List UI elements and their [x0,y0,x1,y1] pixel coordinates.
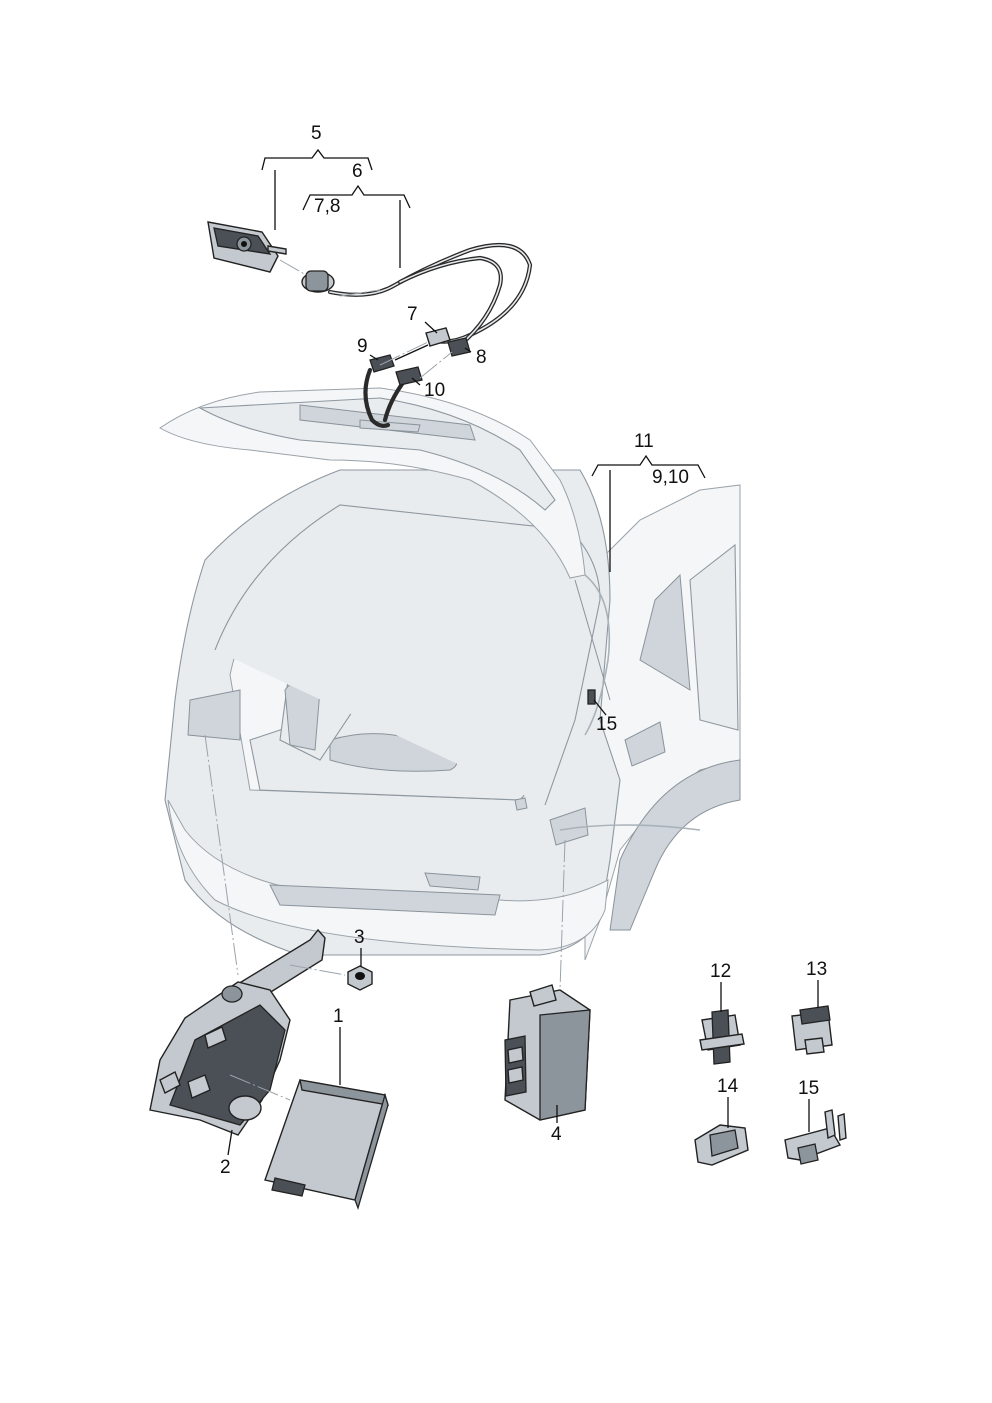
clip-12 [699,1009,745,1065]
assembly-guide-lines [204,259,566,1101]
callout-6-sub: 7,8 [314,196,340,217]
vehicle-body [159,387,741,961]
callout-15: 15 [798,1078,819,1099]
control-unit-1 [264,1079,389,1211]
camera-wiring-harness [327,242,533,428]
hex-nut [347,965,373,991]
clip-13 [791,1005,833,1055]
callout-9: 9 [357,336,368,357]
callout-8: 8 [476,347,487,368]
callout-3: 3 [354,927,365,948]
control-unit-4 [504,984,591,1121]
callout-13: 13 [806,959,827,980]
callout-11: 11 [634,431,654,452]
callout-4: 4 [551,1124,562,1145]
callout-12: 12 [710,961,731,982]
callout-1: 1 [333,1006,344,1027]
clip-14 [694,1124,749,1166]
clip-15-installed [587,689,596,705]
rear-camera-assembly [207,221,335,293]
clip-15 [784,1109,847,1165]
callout-5: 5 [311,123,322,144]
callout-6: 6 [352,161,363,182]
connectors-7-8-9-10 [369,327,471,386]
callout-2: 2 [220,1157,231,1178]
callout-7: 7 [407,304,418,325]
callout-labels: 5 6 7,8 7 8 9 10 11 9,10 15 3 1 2 4 12 1… [220,123,827,1178]
callout-14: 14 [717,1076,739,1097]
callout-11-sub: 9,10 [652,467,689,488]
callout-10: 10 [424,380,445,401]
callout-15-vehicle: 15 [596,714,617,735]
mounting-bracket [149,928,326,1136]
leader-lines [227,148,819,1156]
